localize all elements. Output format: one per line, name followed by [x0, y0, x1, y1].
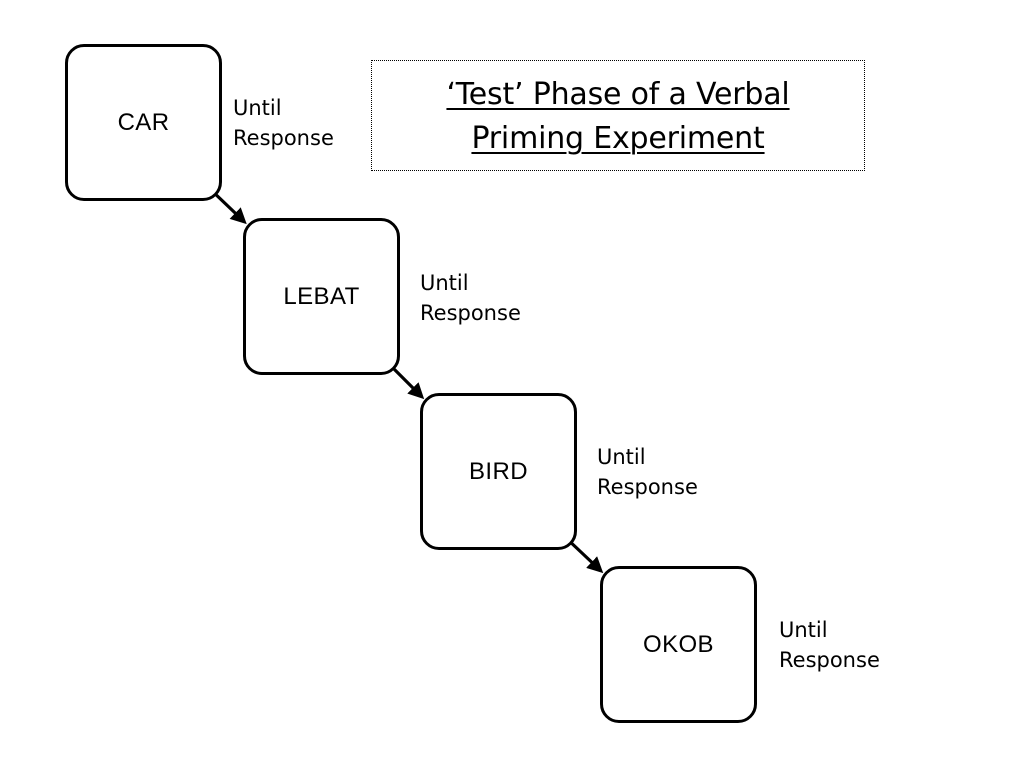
stimulus-label: BIRD	[469, 457, 528, 485]
duration-label-lebat: Until Response	[420, 268, 521, 328]
title-line-2: Priming Experiment	[471, 120, 765, 156]
stimulus-card-okob[interactable]: OKOB	[600, 566, 757, 723]
title-box: ‘Test’ Phase of a Verbal Priming Experim…	[371, 60, 865, 171]
stimulus-card-car[interactable]: CAR	[65, 44, 222, 201]
stimulus-label: OKOB	[643, 630, 714, 658]
stimulus-card-bird[interactable]: BIRD	[420, 393, 577, 550]
stimulus-card-lebat[interactable]: LEBAT	[243, 218, 400, 375]
stimulus-label: CAR	[117, 108, 170, 136]
duration-label-okob: Until Response	[779, 615, 880, 675]
title-line-1: ‘Test’ Phase of a Verbal	[446, 76, 790, 112]
duration-line-2: Response	[233, 126, 334, 150]
duration-label-bird: Until Response	[597, 442, 698, 502]
duration-line-1: Until	[420, 271, 469, 295]
duration-line-1: Until	[597, 445, 646, 469]
duration-label-car: Until Response	[233, 93, 334, 153]
duration-line-1: Until	[233, 96, 282, 120]
duration-line-1: Until	[779, 618, 828, 642]
duration-line-2: Response	[779, 648, 880, 672]
duration-line-2: Response	[597, 475, 698, 499]
stimulus-label: LEBAT	[283, 282, 360, 310]
duration-line-2: Response	[420, 301, 521, 325]
